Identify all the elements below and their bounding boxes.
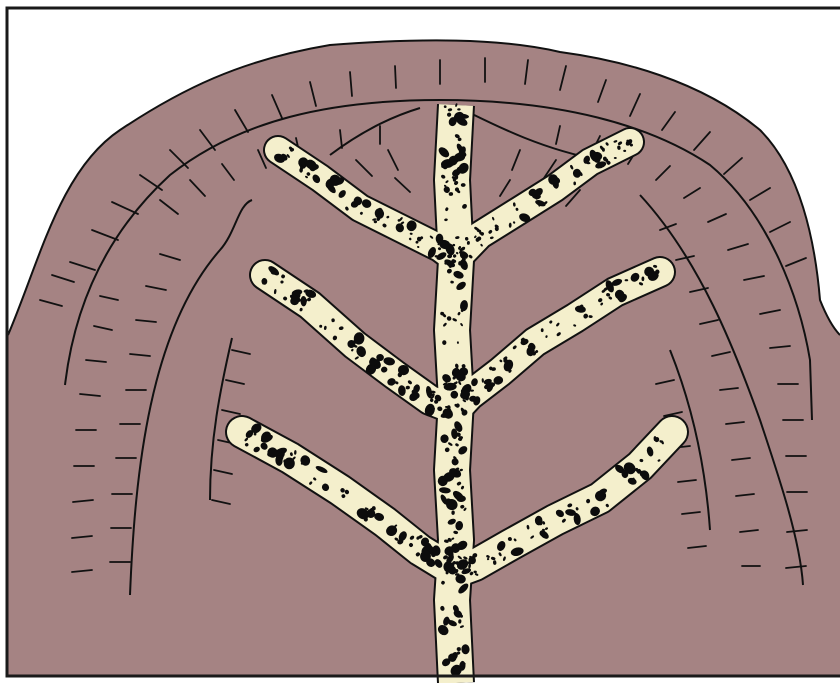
speckle xyxy=(586,162,590,164)
speckle xyxy=(625,279,629,281)
dome-body xyxy=(8,40,840,675)
speckle xyxy=(379,210,382,213)
speckle xyxy=(541,328,544,332)
tick-mark xyxy=(395,66,396,88)
speckle xyxy=(442,340,446,345)
